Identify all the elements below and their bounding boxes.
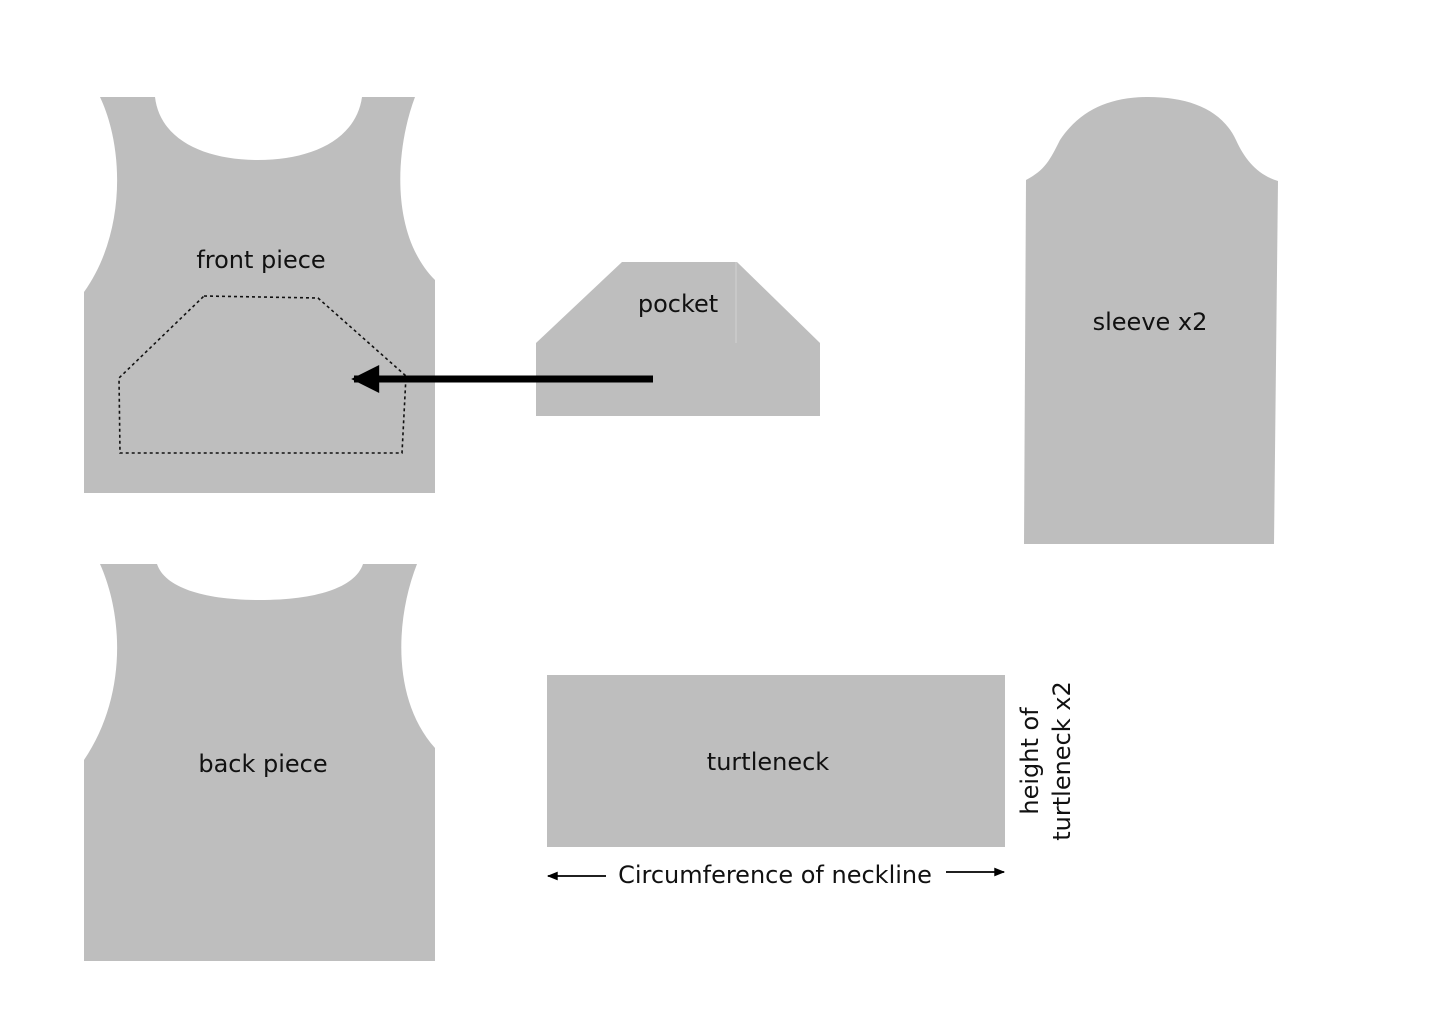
pocket-label: pocket: [638, 290, 718, 318]
turtleneck-label: turtleneck: [707, 748, 830, 776]
height-label-line2: turtleneck x2: [1048, 681, 1076, 841]
pocket-piece: pocket: [536, 262, 820, 416]
height-label-line1: height of: [1016, 707, 1044, 815]
back-piece: back piece: [84, 564, 435, 961]
pocket-placement-outline: [118, 295, 407, 454]
back-piece-shape: [84, 564, 435, 961]
turtleneck-height-dimension: height of turtleneck x2: [1016, 681, 1076, 841]
sleeve-piece: sleeve x2: [1024, 97, 1278, 544]
back-piece-label: back piece: [198, 750, 327, 778]
turtleneck-piece: turtleneck: [547, 675, 1005, 847]
pocket-shape: [536, 262, 820, 416]
circumference-label: Circumference of neckline: [618, 861, 932, 889]
neckline-circumference-dimension: Circumference of neckline: [546, 861, 1006, 889]
turtleneck-shape: [547, 675, 1005, 847]
sleeve-label: sleeve x2: [1093, 308, 1208, 336]
front-piece-shape: [84, 97, 435, 493]
sleeve-shape: [1024, 97, 1278, 544]
front-piece-label: front piece: [196, 246, 325, 274]
front-piece: front piece: [84, 97, 435, 493]
